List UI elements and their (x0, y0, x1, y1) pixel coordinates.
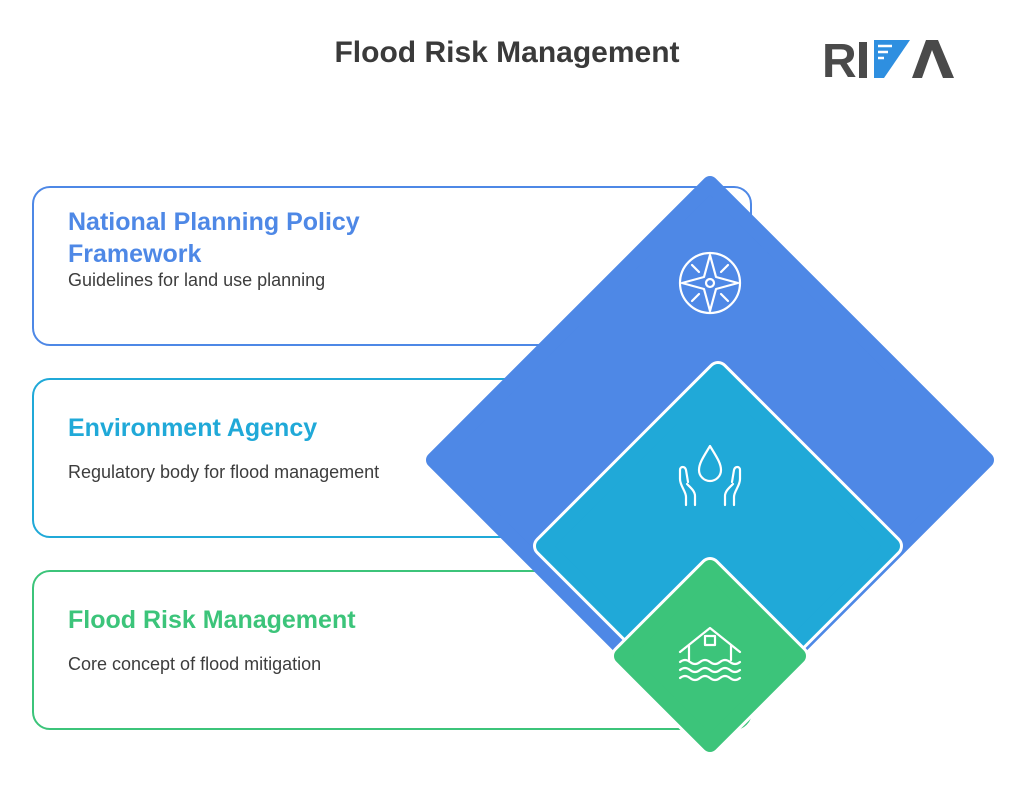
card-description: Regulatory body for flood management (68, 462, 380, 482)
card-title: National Planning Policy Framework (68, 208, 360, 268)
svg-text:R: R (822, 35, 856, 82)
page-title: Flood Risk Management (334, 36, 680, 69)
rida-logo: R (822, 35, 954, 82)
water-drop-hands-icon (678, 444, 742, 507)
card-title: Environment Agency (68, 414, 318, 442)
flooded-house-icon (678, 626, 742, 682)
compass-icon (678, 251, 742, 315)
card-description: Core concept of flood mitigation (68, 654, 322, 674)
card-title: Flood Risk Management (68, 606, 356, 634)
card-national-planning-policy: National Planning Policy Framework Guide… (32, 186, 752, 346)
card-description: Guidelines for land use planning (68, 270, 326, 290)
